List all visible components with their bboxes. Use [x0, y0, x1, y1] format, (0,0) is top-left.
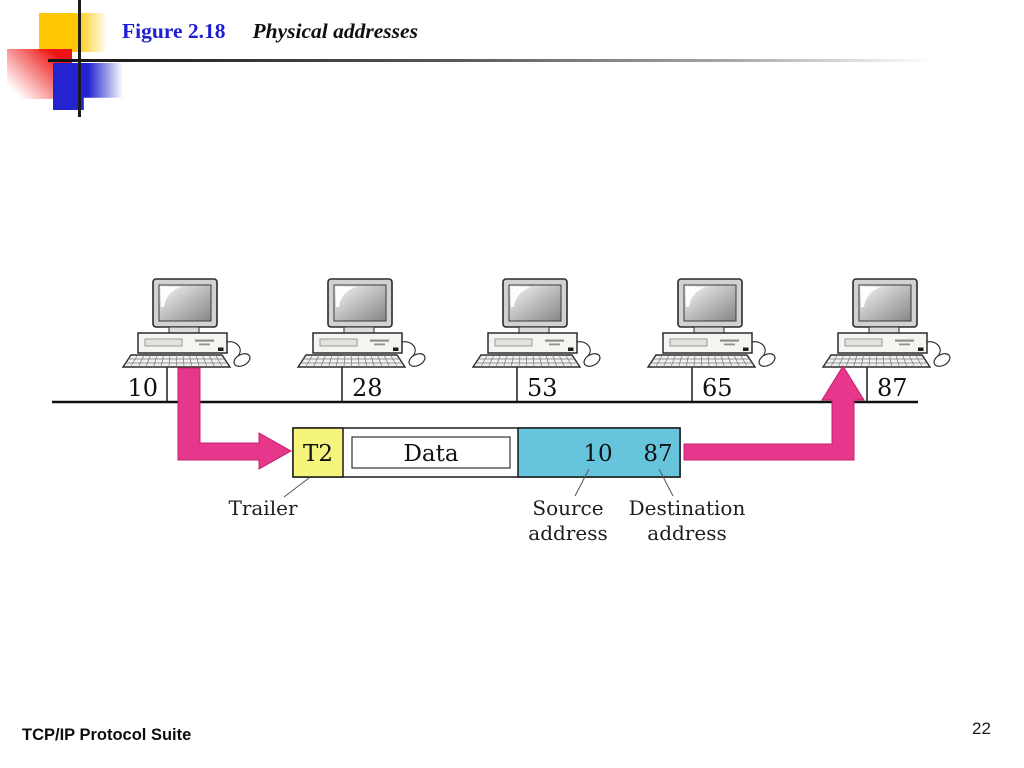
receive-arrow-icon — [683, 365, 865, 461]
destination-pointer-line — [658, 468, 674, 497]
trailer-pointer-line — [283, 477, 310, 498]
svg-text:Source: Source — [532, 496, 603, 520]
address-cell — [517, 427, 681, 478]
station-65: 65 — [647, 278, 778, 402]
slide-header: Figure 2.18 Physical addresses — [122, 19, 418, 44]
page-number: 22 — [972, 719, 991, 738]
computer-icon — [822, 278, 953, 370]
source-address-value: 10 — [583, 441, 612, 467]
trailer-caption: Trailer — [228, 496, 297, 520]
svg-text:address: address — [647, 521, 726, 545]
frame: T2 Data 10 87 — [292, 427, 681, 478]
station-address: 65 — [702, 374, 733, 402]
station-address: 10 — [127, 374, 158, 402]
station-28: 28 — [297, 278, 428, 402]
data-label: Data — [403, 441, 458, 467]
computer-icon — [472, 278, 603, 370]
decor-vertical-line — [78, 0, 81, 117]
source-pointer-line — [574, 468, 590, 497]
station-87: 87 — [822, 278, 953, 402]
page-title: Physical addresses — [252, 19, 418, 43]
send-arrow-icon — [177, 367, 293, 470]
figure-number: Figure 2.18 — [122, 19, 226, 43]
header-divider-line — [48, 59, 960, 62]
computer-icon — [647, 278, 778, 370]
trailer-cell — [292, 427, 344, 478]
station-53: 53 — [472, 278, 603, 402]
decor-yellow-square — [39, 13, 107, 52]
computer-icon — [122, 278, 253, 370]
destination-address-value: 87 — [643, 441, 672, 467]
station-10: 10 — [122, 278, 253, 402]
svg-text:Destination: Destination — [629, 496, 746, 520]
station-address: 87 — [877, 374, 908, 402]
computer-icon — [297, 278, 428, 370]
data-cell — [351, 436, 511, 469]
station-address: 53 — [527, 374, 558, 402]
destination-caption: Destination address — [629, 496, 746, 545]
source-caption: Source address — [528, 496, 607, 545]
trailer-value: T2 — [303, 441, 333, 467]
svg-text:address: address — [528, 521, 607, 545]
footer-book-title: TCP/IP Protocol Suite — [22, 726, 192, 744]
station-address: 28 — [352, 374, 383, 402]
